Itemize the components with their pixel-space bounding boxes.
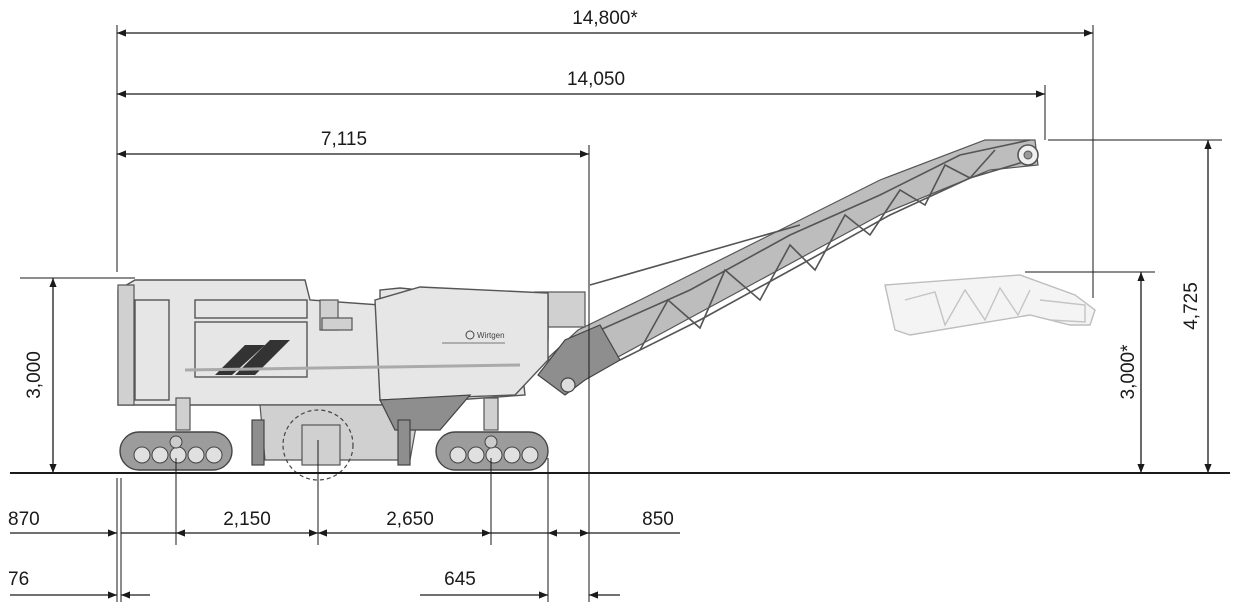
folded-conveyor-ghost [884,274,1096,336]
discharge-conveyor [534,139,1039,396]
dimension-label: 2,150 [223,509,271,530]
svg-text:Wirtgen: Wirtgen [477,331,505,340]
dimension-side-offset: 76 [8,569,150,599]
dimension-label: 14,050 [567,69,625,90]
front-track [119,397,233,471]
wirtgen-logo: Wirtgen [442,330,505,344]
dimension-front-overhang: 870 [8,509,117,537]
dimension-label: 2,650 [386,509,434,530]
milling-machine: Wirtgen [117,139,1039,481]
dimension-label: 4,725 [1181,282,1202,330]
dimension-rear-track-to-pivot: 645 [420,569,620,599]
dimension-label: 14,800* [572,8,638,29]
milling-drum-housing [251,394,472,481]
dimension-height-conveyor-folded: 3,000* [1118,272,1145,473]
dimension-overall-length: 14,050 [117,69,1045,98]
dimension-front-axle-to-drum: 2,150 [121,509,318,537]
dimension-label: 7,115 [321,129,367,150]
dimension-overall-length-folded: 14,800* [117,8,1093,37]
dimension-drum-to-rear-axle: 2,650 [318,509,491,537]
dimension-rear-overhang: 850 [491,509,680,537]
dimension-label: 645 [444,569,476,590]
dimension-height-conveyor-max: 4,725 [1181,140,1212,473]
machine-chassis: Wirtgen [117,279,549,406]
dimension-height-left: 3,000 [24,278,57,473]
dimension-label: 3,000* [1118,344,1139,400]
dimension-label: 850 [642,509,674,530]
dimension-label: 3,000 [24,351,45,399]
dimension-label: 870 [8,509,40,530]
extension-lines [20,25,1222,602]
dimension-label: 76 [8,569,29,590]
dimension-machine-to-pivot: 7,115 [117,129,589,158]
rear-track [435,397,549,471]
